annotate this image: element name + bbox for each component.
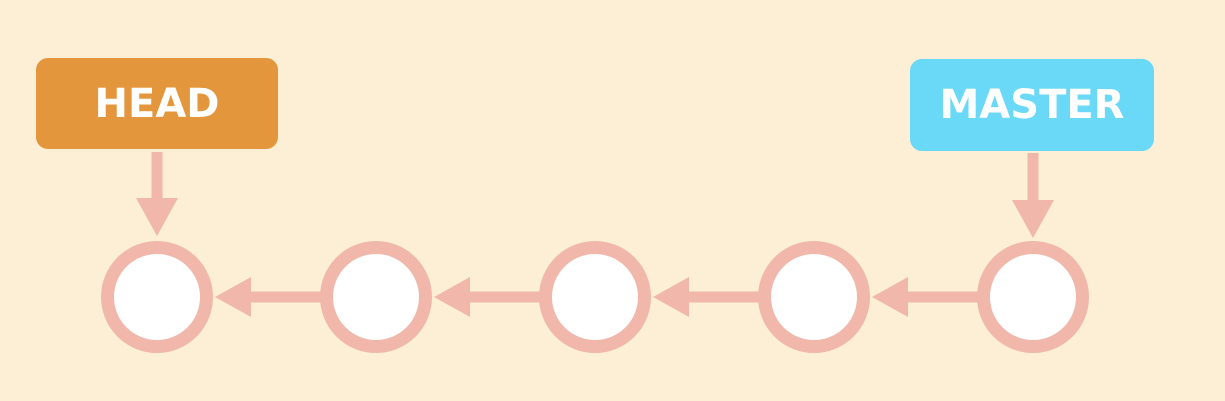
parent-arrow-head	[434, 277, 470, 317]
head-pointer-arrow-head	[136, 198, 178, 236]
commit-node-5	[977, 241, 1089, 353]
parent-arrow-head	[653, 277, 689, 317]
master-pointer-arrow-head	[1012, 200, 1054, 238]
master-label-box	[910, 59, 1154, 151]
parent-arrow	[434, 277, 541, 317]
head-label-text: HEAD	[95, 81, 220, 127]
commit-node-2	[320, 241, 432, 353]
parent-arrows	[215, 277, 979, 317]
parent-arrow	[215, 277, 322, 317]
parent-arrow-head	[872, 277, 908, 317]
commit-chain	[101, 241, 1089, 353]
parent-arrow-head	[215, 277, 251, 317]
master-label-text: MASTER	[940, 82, 1125, 128]
parent-arrow	[872, 277, 979, 317]
head-pointer-arrow	[136, 152, 178, 236]
parent-arrow	[653, 277, 760, 317]
commit-node-4	[758, 241, 870, 353]
head-label-box	[36, 58, 278, 149]
commit-node-1	[101, 241, 213, 353]
commit-node-3	[539, 241, 651, 353]
pointer-arrows	[136, 152, 1054, 238]
master-pointer-arrow	[1012, 153, 1054, 238]
